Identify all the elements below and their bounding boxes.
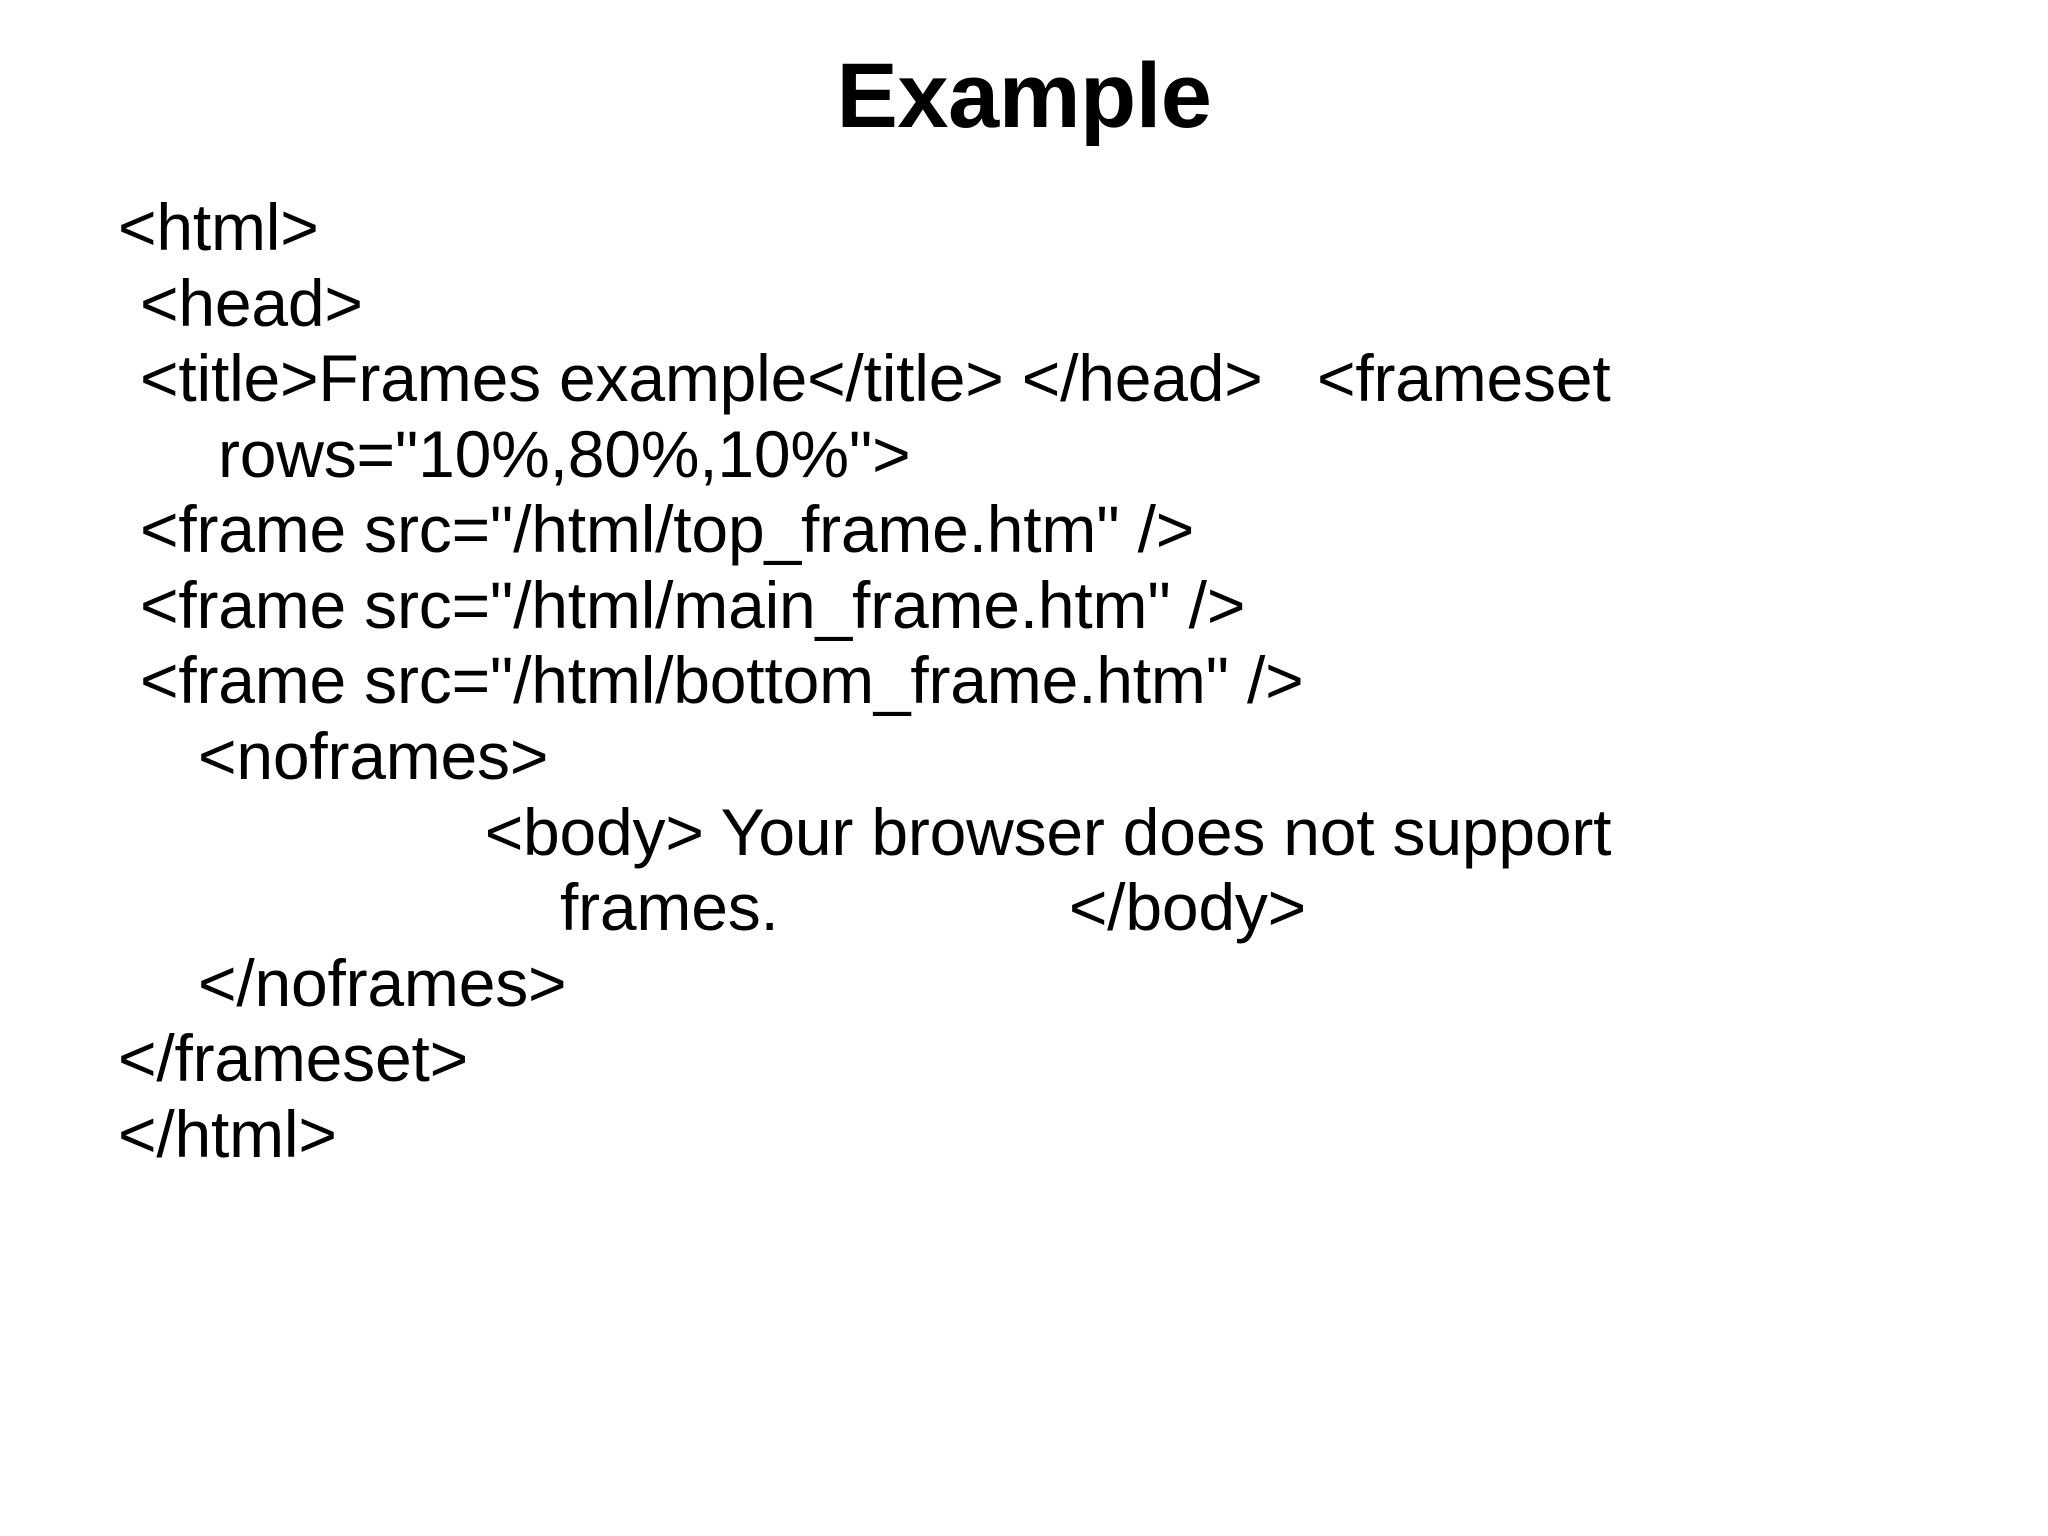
code-line: <html> [118, 190, 319, 264]
code-line: <head> [140, 265, 363, 340]
code-line: <title>Frames example</title> </head> <f… [140, 341, 1611, 416]
code-line: <frame src="/html/main_frame.htm" /> [140, 567, 1246, 642]
code-line: <frame src="/html/top_frame.htm" /> [140, 492, 1195, 567]
code-line: </html> [118, 1096, 337, 1171]
code-line: <frame src="/html/bottom_frame.htm" /> [140, 643, 1304, 718]
page-title: Example [836, 45, 1212, 147]
code-line: </noframes> [198, 945, 567, 1020]
code-line: <body> Your browser does not support [484, 794, 1612, 869]
code-line-continuation: rows="10%,80%,10%"> [218, 416, 911, 491]
code-line: frames. </body> [560, 870, 1306, 945]
code-line: <noframes> [198, 718, 549, 793]
code-line: </frameset> [118, 1021, 468, 1096]
code-block: <html> <head> <title>Frames example</tit… [118, 190, 1978, 1172]
